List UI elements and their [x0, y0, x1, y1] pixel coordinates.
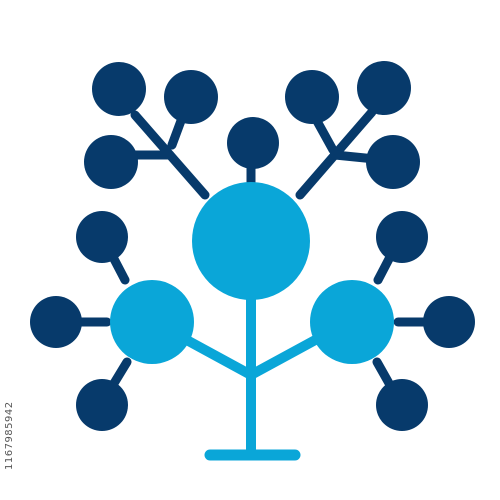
leaf-left-lower: [76, 379, 128, 431]
right-node: [310, 280, 394, 364]
center-node: [192, 182, 310, 300]
leaf-top-right-inner: [285, 70, 339, 124]
leaf-right-upper: [376, 211, 428, 263]
right-upper-connector: [373, 252, 395, 285]
leaf-top-right-outer: [357, 61, 411, 115]
left-upper-connector: [108, 252, 130, 285]
left-lower-connector: [108, 357, 132, 390]
leaf-left-mid: [30, 296, 82, 348]
stock-id-label: 1167985942: [4, 401, 15, 470]
main-nodes: [110, 182, 394, 364]
connector-group: [73, 105, 430, 390]
leaf-nodes: [30, 61, 475, 431]
leaf-top-center: [227, 117, 279, 169]
leaf-top-left-inner: [164, 70, 218, 124]
leaf-top-left-outer: [92, 62, 146, 116]
leaf-top-right-lower: [366, 135, 420, 189]
left-node: [110, 280, 194, 364]
leaf-right-lower: [376, 379, 428, 431]
leaf-left-upper: [76, 211, 128, 263]
right-lower-connector: [372, 357, 395, 390]
leaf-right-mid: [423, 296, 475, 348]
leaf-top-left-lower: [84, 135, 138, 189]
